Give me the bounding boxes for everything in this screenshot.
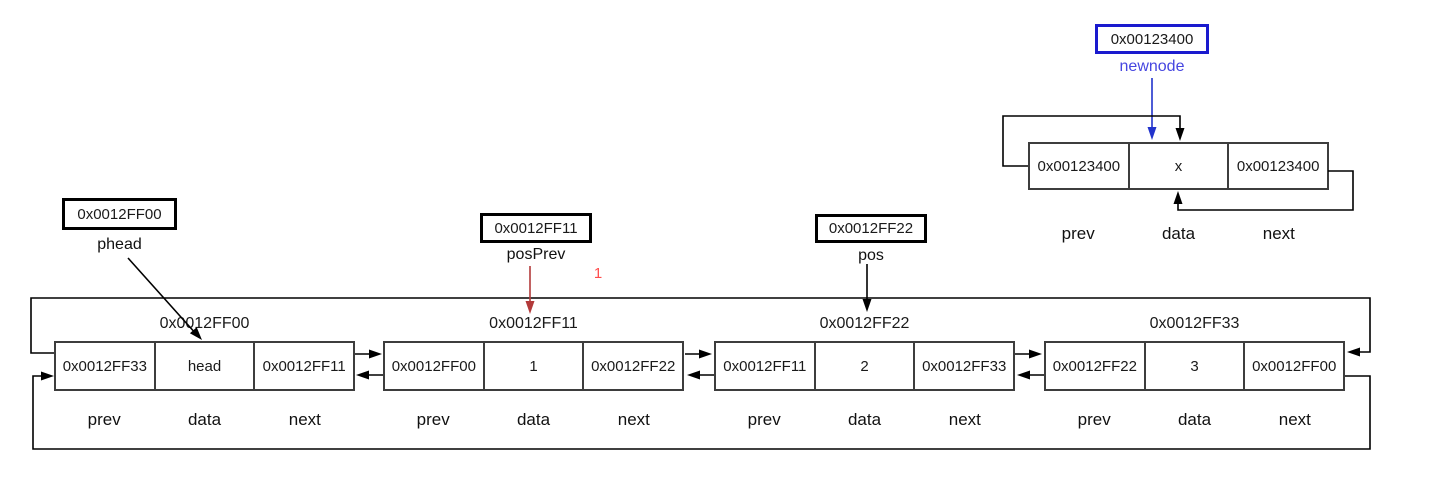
list-node-3: 0x0012FF11 2 0x0012FF33 xyxy=(714,341,1015,391)
node1-next-cell: 0x0012FF11 xyxy=(253,343,353,389)
node1-field-labels: prev data next xyxy=(54,410,355,430)
node3-data-cell: 2 xyxy=(813,343,914,389)
node2-data-label: data xyxy=(516,410,551,429)
node3-prev-cell: 0x0012FF11 xyxy=(723,357,807,375)
newnode-prev-label: prev xyxy=(1061,224,1095,243)
node1-data-label: data xyxy=(187,410,222,429)
newnode-pointer-label: newnode xyxy=(1119,58,1185,75)
node2-next-label: next xyxy=(617,410,650,429)
node2-prev-arrow xyxy=(356,370,383,380)
newnode-data-cell: x xyxy=(1127,144,1228,188)
node3-next-cell: 0x0012FF33 xyxy=(913,343,1013,389)
node4-prev-cell: 0x0012FF22 xyxy=(1052,357,1137,375)
node2-next-cell: 0x0012FF22 xyxy=(582,343,682,389)
newnode-node: 0x00123400 x 0x00123400 xyxy=(1028,142,1329,190)
newnode-next-cell: 0x00123400 xyxy=(1227,144,1327,188)
node3-next-arrow xyxy=(1015,349,1042,359)
phead-pointer-box: 0x0012FF00 xyxy=(62,198,177,230)
list-node-2: 0x0012FF00 1 0x0012FF22 xyxy=(383,341,684,391)
node3-prev-arrow xyxy=(687,370,714,380)
node4-data-cell: 3 xyxy=(1143,343,1244,389)
pos-arrow xyxy=(862,264,872,312)
node4-data-label: data xyxy=(1177,410,1212,429)
node2-next-arrow xyxy=(685,349,712,359)
posprev-pointer-label: posPrev xyxy=(506,246,566,263)
node4-next-label: next xyxy=(1278,410,1311,429)
newnode-next-label: next xyxy=(1262,224,1295,243)
node4-prev-label: prev xyxy=(1077,410,1111,429)
newnode-pointer-box: 0x00123400 xyxy=(1095,24,1209,54)
node1-data-cell: head xyxy=(153,343,254,389)
phead-pointer-label: phead xyxy=(97,236,142,253)
node4-address-label: 0x0012FF33 xyxy=(1149,315,1240,332)
list-node-1: 0x0012FF33 head 0x0012FF11 xyxy=(54,341,355,391)
node1-next-label: next xyxy=(288,410,321,429)
node2-prev-label: prev xyxy=(416,410,450,429)
node3-field-labels: prev data next xyxy=(714,410,1015,430)
pos-pointer-box: 0x0012FF22 xyxy=(815,214,927,243)
node1-prev-label: prev xyxy=(87,410,121,429)
node4-next-cell: 0x0012FF00 xyxy=(1243,343,1343,389)
node2-data-cell: 1 xyxy=(482,343,583,389)
newnode-field-labels: prev data next xyxy=(1028,224,1329,244)
newnode-arrow xyxy=(1147,78,1157,140)
node3-prev-label: prev xyxy=(747,410,781,429)
newnode-prev-cell: 0x00123400 xyxy=(1037,157,1121,175)
list-node-4: 0x0012FF22 3 0x0012FF00 xyxy=(1044,341,1345,391)
node1-address-label: 0x0012FF00 xyxy=(159,315,250,332)
pos-pointer-label: pos xyxy=(858,247,884,264)
node3-data-label: data xyxy=(847,410,882,429)
node1-next-arrow xyxy=(355,349,382,359)
node4-prev-arrow xyxy=(1017,370,1044,380)
node2-field-labels: prev data next xyxy=(383,410,684,430)
posprev-arrow xyxy=(525,266,535,314)
node3-next-label: next xyxy=(948,410,981,429)
node1-prev-cell: 0x0012FF33 xyxy=(62,357,147,375)
red-step-marker: 1 xyxy=(593,265,603,282)
node4-field-labels: prev data next xyxy=(1044,410,1345,430)
posprev-pointer-box: 0x0012FF11 xyxy=(480,213,592,243)
node3-address-label: 0x0012FF22 xyxy=(819,315,910,332)
newnode-data-label: data xyxy=(1161,224,1196,243)
node2-address-label: 0x0012FF11 xyxy=(489,315,578,332)
node2-prev-cell: 0x0012FF00 xyxy=(391,357,476,375)
